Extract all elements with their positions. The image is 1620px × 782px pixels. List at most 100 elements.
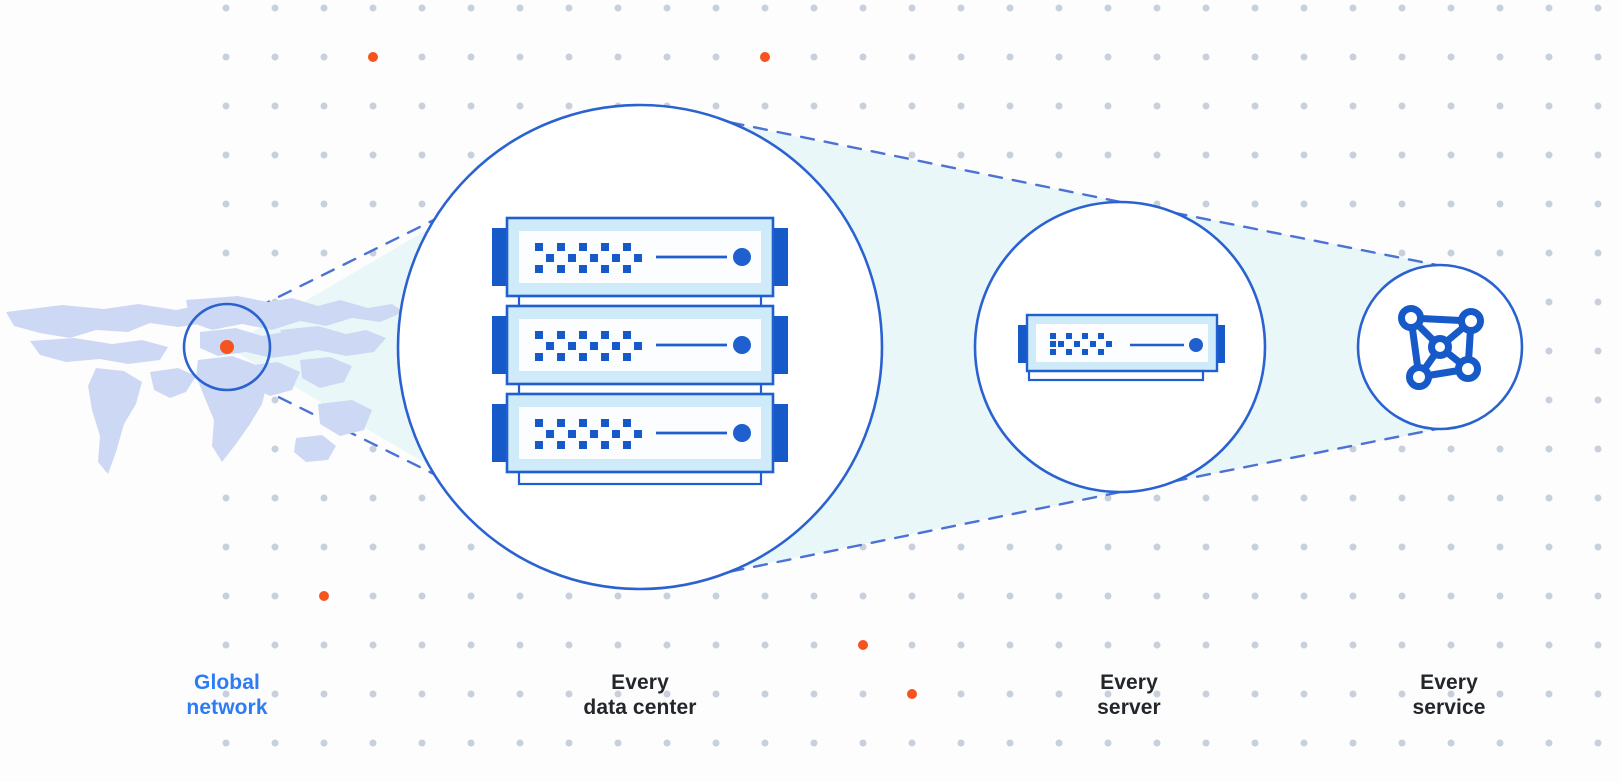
grid-dot <box>1153 53 1161 61</box>
grid-dot <box>1594 494 1602 502</box>
grid-dot <box>271 445 279 453</box>
grid-dot <box>614 592 622 600</box>
grid-dot <box>1202 151 1210 159</box>
grid-dot <box>271 543 279 551</box>
grid-dot <box>1104 53 1112 61</box>
grid-dot <box>1496 543 1504 551</box>
every-data-center-illustration <box>396 103 884 591</box>
grid-dot <box>1594 739 1602 747</box>
grid-dot <box>1447 249 1455 257</box>
grid-dot <box>1300 53 1308 61</box>
grid-dot <box>1153 151 1161 159</box>
grid-dot <box>516 739 524 747</box>
grid-dot <box>712 53 720 61</box>
grid-dot <box>1398 690 1406 698</box>
grid-dot <box>320 641 328 649</box>
map-location-marker <box>220 340 234 354</box>
grid-dot <box>467 53 475 61</box>
grid-dot <box>957 690 965 698</box>
grid-dot <box>1104 102 1112 110</box>
stage-label-every-data-center: Every data center <box>583 671 697 719</box>
grid-dot <box>1447 739 1455 747</box>
grid-dot <box>1594 298 1602 306</box>
grid-dot <box>1545 543 1553 551</box>
grid-dot <box>663 690 671 698</box>
grid-dot <box>1496 739 1504 747</box>
led-matrix <box>535 331 642 361</box>
grid-dot <box>1006 592 1014 600</box>
grid-dot <box>1349 445 1357 453</box>
grid-dot <box>1349 151 1357 159</box>
grid-dot <box>1251 4 1259 12</box>
grid-dot <box>663 4 671 12</box>
grid-dot <box>1545 494 1553 502</box>
grid-dot <box>320 249 328 257</box>
grid-dot <box>1398 4 1406 12</box>
grid-dot <box>1496 592 1504 600</box>
grid-dot <box>1545 445 1553 453</box>
grid-dot <box>614 53 622 61</box>
grid-dot <box>1202 4 1210 12</box>
grid-dot <box>859 690 867 698</box>
grid-dot <box>1153 690 1161 698</box>
grid-dot <box>467 102 475 110</box>
grid-dot <box>1202 690 1210 698</box>
grid-dot <box>1594 151 1602 159</box>
grid-dot <box>1594 445 1602 453</box>
grid-dot <box>1300 200 1308 208</box>
grid-dot <box>1251 494 1259 502</box>
grid-dot <box>1251 200 1259 208</box>
grid-dot <box>1398 739 1406 747</box>
grid-dot <box>1398 543 1406 551</box>
node-bottom-right <box>1455 356 1481 382</box>
grid-dot <box>1202 53 1210 61</box>
grid-dot <box>1349 53 1357 61</box>
grid-dot <box>957 592 965 600</box>
grid-dot <box>1349 4 1357 12</box>
grid-dot <box>908 739 916 747</box>
grid-dot <box>565 739 573 747</box>
grid-dot-highlight <box>368 52 378 62</box>
grid-dot <box>1300 494 1308 502</box>
grid-dot <box>271 641 279 649</box>
grid-dot <box>467 690 475 698</box>
grid-dot <box>1349 592 1357 600</box>
grid-dot <box>320 494 328 502</box>
grid-dot <box>957 739 965 747</box>
grid-dot <box>1545 739 1553 747</box>
grid-dot <box>1447 445 1455 453</box>
grid-dot <box>516 690 524 698</box>
grid-dot <box>1349 494 1357 502</box>
grid-dot <box>1545 396 1553 404</box>
grid-dot <box>222 690 230 698</box>
grid-dot-highlight <box>760 52 770 62</box>
grid-dot <box>320 4 328 12</box>
grid-dot <box>1104 151 1112 159</box>
grid-dot <box>1496 102 1504 110</box>
grid-dot <box>369 739 377 747</box>
grid-dot <box>614 739 622 747</box>
grid-dot <box>1300 543 1308 551</box>
grid-dot <box>712 102 720 110</box>
grid-dot <box>810 592 818 600</box>
grid-dot <box>1202 494 1210 502</box>
grid-dot <box>222 739 230 747</box>
grid-dot <box>222 494 230 502</box>
node-bottom-left <box>1406 364 1432 390</box>
grid-dot <box>418 739 426 747</box>
grid-dot <box>467 4 475 12</box>
grid-dot <box>712 641 720 649</box>
grid-dot <box>1496 4 1504 12</box>
grid-dot <box>1447 690 1455 698</box>
grid-dot <box>1594 249 1602 257</box>
grid-dot <box>1496 445 1504 453</box>
grid-dot <box>1104 494 1112 502</box>
grid-dot <box>271 200 279 208</box>
grid-dot <box>1055 690 1063 698</box>
grid-dot <box>1447 641 1455 649</box>
grid-dot <box>467 739 475 747</box>
every-service-illustration <box>1356 263 1524 431</box>
grid-dot <box>908 53 916 61</box>
grid-dot <box>1055 543 1063 551</box>
